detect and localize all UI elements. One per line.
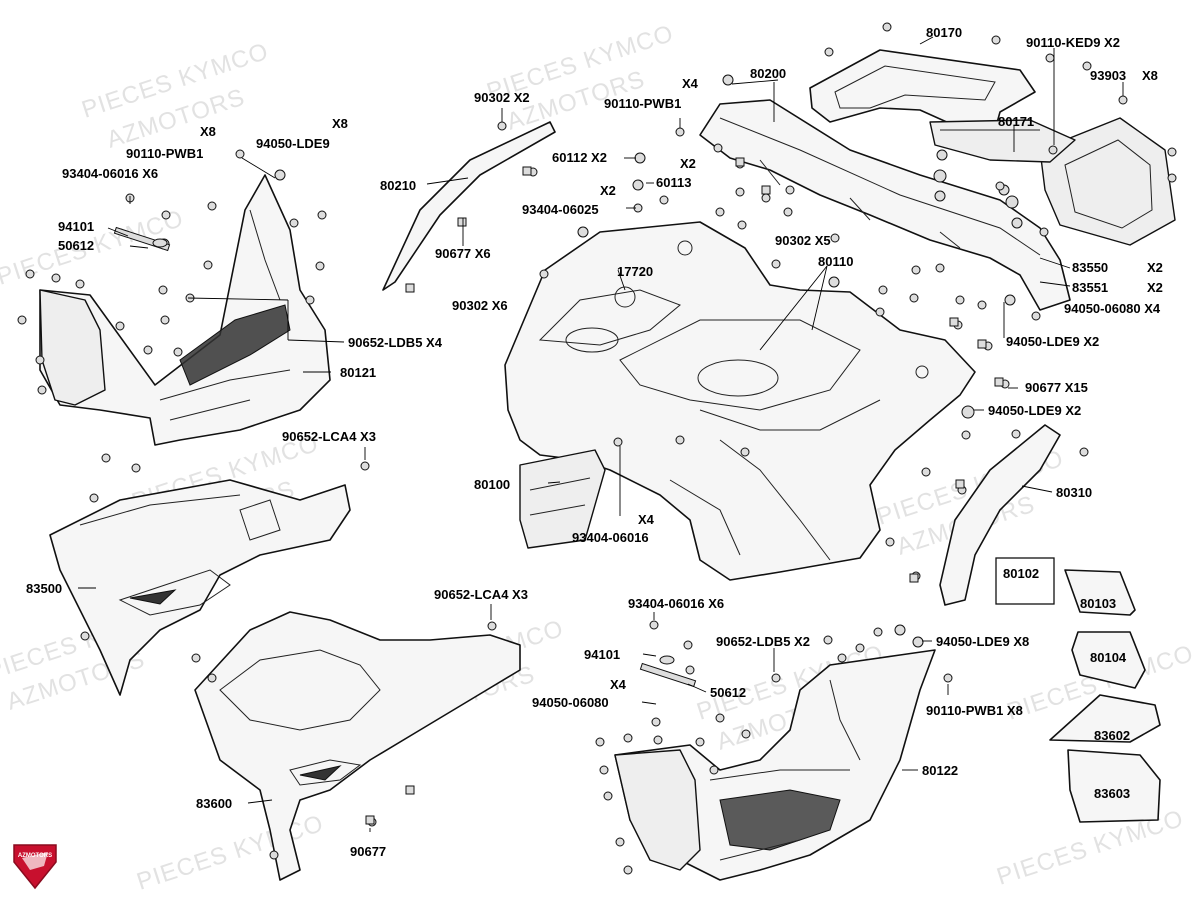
- label-80200: 80200: [750, 66, 786, 81]
- label-90302-x6: 90302 X6: [452, 298, 508, 313]
- decal-group: [995, 557, 1161, 823]
- label-83550-qty: X2: [1147, 260, 1163, 275]
- label-80121: 80121: [340, 365, 376, 380]
- label-17720: 17720: [617, 264, 653, 279]
- label-80310: 80310: [1056, 485, 1092, 500]
- watermark-brand-11: PIECES KYMCO: [134, 810, 328, 896]
- label-90677-x15: 90677 X15: [1025, 380, 1088, 395]
- front-rail-80210: [382, 121, 556, 291]
- fastener-layer: [17, 22, 1177, 875]
- label-60112: 60112 X2: [552, 150, 607, 165]
- label-90302-x5: 90302 X5: [775, 233, 831, 248]
- label-93404-06016-x4: 93404-06016: [572, 530, 649, 545]
- label-90677-x6: 90677 X6: [435, 246, 491, 261]
- label-90110-ked9: 90110-KED9 X2: [1026, 35, 1120, 50]
- decal-box-80102: [995, 557, 1055, 605]
- rear-rack-80170: [809, 49, 1176, 246]
- label-90110-pwb1-x8-qty: X8: [200, 124, 216, 139]
- label-80103: 80103: [1080, 596, 1116, 611]
- label-80104: 80104: [1090, 650, 1127, 665]
- label-94050-06080-right: 94050-06080 X4: [1064, 301, 1161, 316]
- label-83551-qty: X2: [1147, 280, 1163, 295]
- decal-shape-80103: [1064, 569, 1136, 616]
- label-80170: 80170: [926, 25, 962, 40]
- azmotors-logo: AZMOTORS: [13, 844, 57, 890]
- label-94101: 94101: [58, 219, 94, 234]
- leader-lines: [78, 36, 1124, 832]
- label-60113-qty: X2: [680, 156, 696, 171]
- label-50612-b: 50612: [710, 685, 746, 700]
- label-90110-pwb1-x4-qty: X4: [682, 76, 699, 91]
- label-93404-06016-x6: 93404-06016 X6: [62, 166, 158, 181]
- label-94050-lde9-x8-qty: X8: [332, 116, 348, 131]
- label-83600: 83600: [196, 796, 232, 811]
- label-90652-lca4-x3-a: 90652-LCA4 X3: [282, 429, 376, 444]
- label-93404-06025-qty: X2: [600, 183, 616, 198]
- label-80210: 80210: [380, 178, 416, 193]
- label-93404-06025: 93404-06025: [522, 202, 599, 217]
- label-80122: 80122: [922, 763, 958, 778]
- label-93903-qty: X8: [1142, 68, 1158, 83]
- label-83551: 83551: [1072, 280, 1108, 295]
- label-90652-ldb5-x4: 90652-LDB5 X4: [348, 335, 443, 350]
- label-94050-lde9-x2-b: 94050-LDE9 X2: [988, 403, 1081, 418]
- label-60113: 60113: [656, 175, 691, 190]
- label-93404-06016-x4-qty: X4: [638, 512, 655, 527]
- label-94050-lde9-x8-b: 94050-LDE9 X8: [936, 634, 1029, 649]
- rear-carrier-80200: [699, 99, 1071, 311]
- label-83550: 83550: [1072, 260, 1108, 275]
- label-83602: 83602: [1094, 728, 1130, 743]
- label-80110: 80110: [818, 254, 853, 269]
- label-90652-ldb5-x2: 90652-LDB5 X2: [716, 634, 810, 649]
- label-83500: 83500: [26, 581, 62, 596]
- label-94050-lde9-x8: 94050-LDE9: [256, 136, 330, 151]
- label-90652-lca4-x3-b: 90652-LCA4 X3: [434, 587, 528, 602]
- label-94050-06080-b: 94050-06080: [532, 695, 609, 710]
- label-80171: 80171: [998, 114, 1034, 129]
- label-93404-06016-x6-b: 93404-06016 X6: [628, 596, 724, 611]
- decal-shape-80104: [1071, 631, 1146, 689]
- callout-labels: 80170 90110-KED9 X2 80200 X4 90110-PWB1 …: [26, 25, 1163, 859]
- label-94050-06080-qty: X4: [610, 677, 627, 692]
- label-90110-pwb1-x4: 90110-PWB1: [604, 96, 681, 111]
- decal-shape-83602: [1049, 694, 1161, 743]
- label-93903: 93903: [1090, 68, 1126, 83]
- right-side-cover-83600: [194, 611, 521, 881]
- label-83603: 83603: [1094, 786, 1130, 801]
- decal-shape-83603: [1067, 749, 1161, 823]
- label-90302-x2: 90302 X2: [474, 90, 530, 105]
- side-rail-80310: [939, 424, 1061, 606]
- label-90110-pwb1-x8-b: 90110-PWB1 X8: [926, 703, 1023, 718]
- label-50612: 50612: [58, 238, 94, 253]
- label-80102: 80102: [1003, 566, 1039, 581]
- label-80100: 80100: [474, 477, 510, 492]
- label-94101-b: 94101: [584, 647, 620, 662]
- front-fender-80100: [504, 221, 976, 581]
- right-footboard-80122: [614, 649, 936, 881]
- label-94050-lde9-x2-a: 94050-LDE9 X2: [1006, 334, 1099, 349]
- logo-text: AZMOTORS: [18, 853, 52, 859]
- left-side-cover-83500: [49, 479, 351, 696]
- label-90677-b: 90677: [350, 844, 386, 859]
- label-90110-pwb1-x8: 90110-PWB1: [126, 146, 203, 161]
- left-footboard-80121: [39, 174, 331, 446]
